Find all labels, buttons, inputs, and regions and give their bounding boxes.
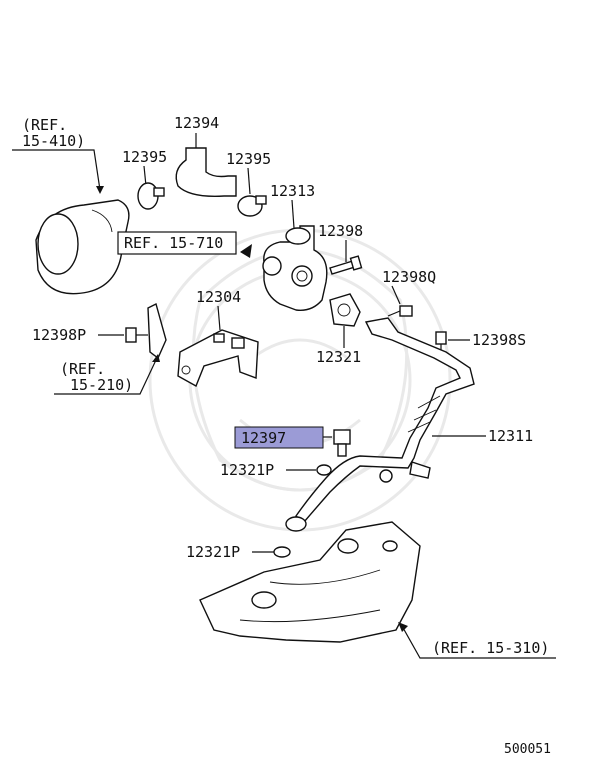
hose-12394 xyxy=(175,147,237,197)
ref-15-210-label-line2: 15-210) xyxy=(70,376,133,394)
ref-15-210-leader xyxy=(54,359,157,395)
intake-tube xyxy=(35,199,130,295)
ref-15-210-callout[interactable]: (REF. 15-210) xyxy=(54,354,160,395)
gasket-12321 xyxy=(329,293,361,327)
ref-15-710-label: REF. 15-710 xyxy=(124,234,223,252)
bolt-12398p xyxy=(125,327,148,343)
part-12395a-label[interactable]: 12395 xyxy=(122,148,167,166)
part-12394-label[interactable]: 12394 xyxy=(174,114,219,132)
ref-15-310-arrowhead xyxy=(398,622,408,632)
part-12321-label[interactable]: 12321 xyxy=(316,348,361,366)
clamp-12395a xyxy=(137,182,165,210)
part-12311-label[interactable]: 12311 xyxy=(488,427,533,445)
part-12313-leader xyxy=(291,199,295,229)
part-12397-label[interactable]: 12397 xyxy=(241,429,286,447)
ref-15-410-callout[interactable]: (REF. 15-410) xyxy=(12,116,104,194)
part-12398-label[interactable]: 12398 xyxy=(318,222,363,240)
part-12395b-label[interactable]: 12395 xyxy=(226,150,271,168)
fitting-12397 xyxy=(333,429,351,457)
ref-15-410-arrowhead xyxy=(96,186,104,194)
bolt-12398 xyxy=(329,255,363,275)
ref-15-710-arrow xyxy=(240,244,252,258)
part-12304-leader xyxy=(217,305,221,331)
ref-15-410-label-line1: (REF. xyxy=(22,116,67,134)
part-12395b-leader xyxy=(247,167,251,195)
part-12398q-leader xyxy=(391,285,401,305)
exhaust-manifold xyxy=(199,521,421,643)
plate-15-210 xyxy=(147,302,167,360)
ref-15-410-label-line2: 15-410) xyxy=(22,132,85,150)
part-12321p-b-label[interactable]: 12321P xyxy=(186,543,240,561)
washer-12321p-a xyxy=(316,464,332,476)
part-12321p-a-label[interactable]: 12321P xyxy=(220,461,274,479)
clamp-12395b xyxy=(237,195,267,217)
ref-15-410-leader xyxy=(12,149,101,191)
ref-15-310-leader xyxy=(401,625,556,659)
ref-15-710-box xyxy=(117,231,237,255)
ref-15-210-arrowhead xyxy=(152,354,160,362)
valve-12313 xyxy=(262,225,328,311)
part-12398q-label[interactable]: 12398Q xyxy=(382,268,436,286)
part-12304-label[interactable]: 12304 xyxy=(196,288,241,306)
washer-12321p-b xyxy=(273,546,291,558)
ref-15-310-label: (REF. 15-310) xyxy=(432,639,549,657)
ref-15-210-label-line1: (REF. xyxy=(60,360,105,378)
part-12398s-label[interactable]: 12398S xyxy=(472,331,526,349)
bolt-12398q xyxy=(387,305,413,317)
pipe-12311 xyxy=(285,317,475,532)
bracket-12304 xyxy=(177,329,259,387)
figure-code: 500051 xyxy=(504,742,551,757)
part-12398p-label[interactable]: 12398P xyxy=(32,326,86,344)
ref-15-310-callout[interactable]: (REF. 15-310) xyxy=(398,622,556,659)
part-12313-label[interactable]: 12313 xyxy=(270,182,315,200)
ref-15-710-callout[interactable]: REF. 15-710 xyxy=(117,231,252,258)
